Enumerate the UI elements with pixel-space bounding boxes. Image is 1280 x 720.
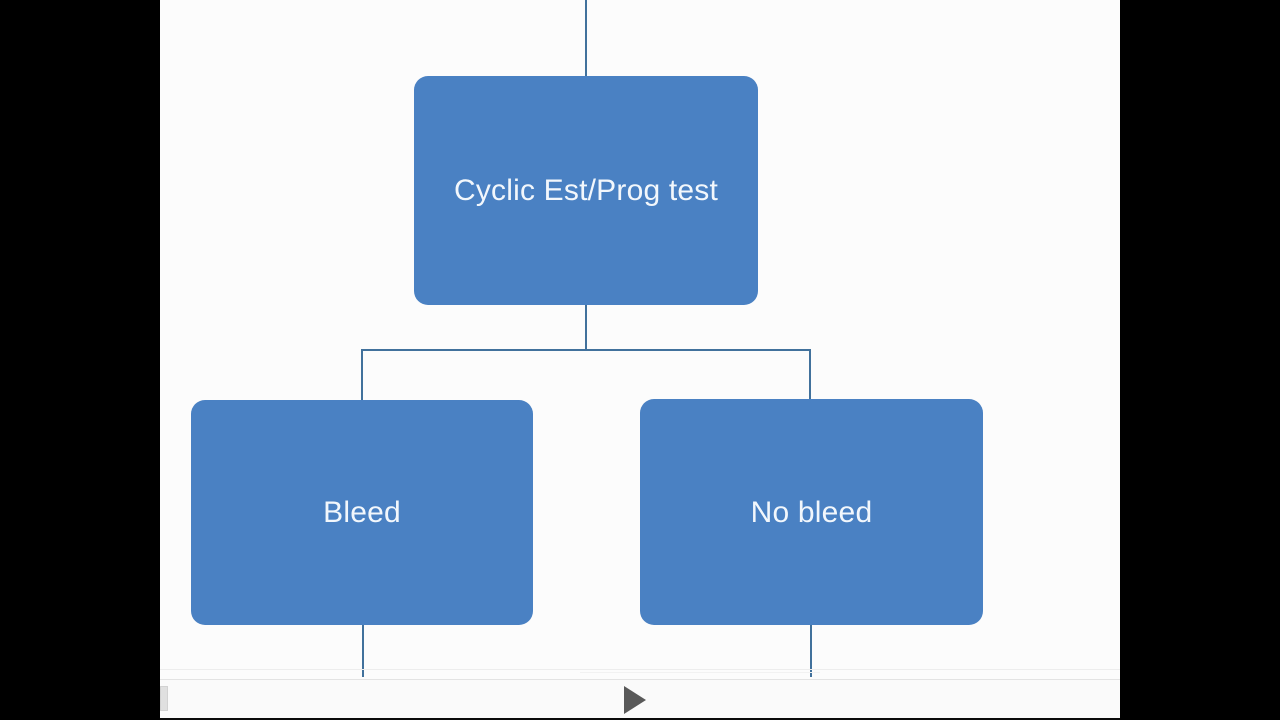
connector-horizontal-bus [361,349,811,351]
stage-seam-upper [160,669,1120,670]
node-label-bleed: Bleed [323,496,401,529]
connector-bleed-outgoing [362,623,364,677]
media-player-bar[interactable] [160,679,1120,720]
connector-root-down [585,303,587,351]
play-button[interactable] [615,684,655,716]
stage-seam-lower [580,672,820,673]
node-label-no-bleed: No bleed [750,495,873,529]
slide-stage: Cyclic Est/Prog test Bleed No bleed [160,0,1120,720]
connector-drop-to-bleed [361,349,363,402]
play-triangle-icon [624,686,646,714]
letterbox-right [1120,0,1280,720]
flowchart-node-bleed[interactable]: Bleed [191,400,533,625]
node-label-root: Cyclic Est/Prog test [453,174,719,207]
connector-drop-to-no-bleed [809,349,811,401]
drag-handle[interactable] [160,686,168,711]
connector-incoming-to-root [585,0,587,78]
letterbox-left [0,0,160,720]
flowchart-node-no-bleed[interactable]: No bleed [640,399,983,625]
connector-no-bleed-outgoing [810,623,812,677]
flowchart-node-cyclic-est-prog-test[interactable]: Cyclic Est/Prog test [414,76,758,305]
